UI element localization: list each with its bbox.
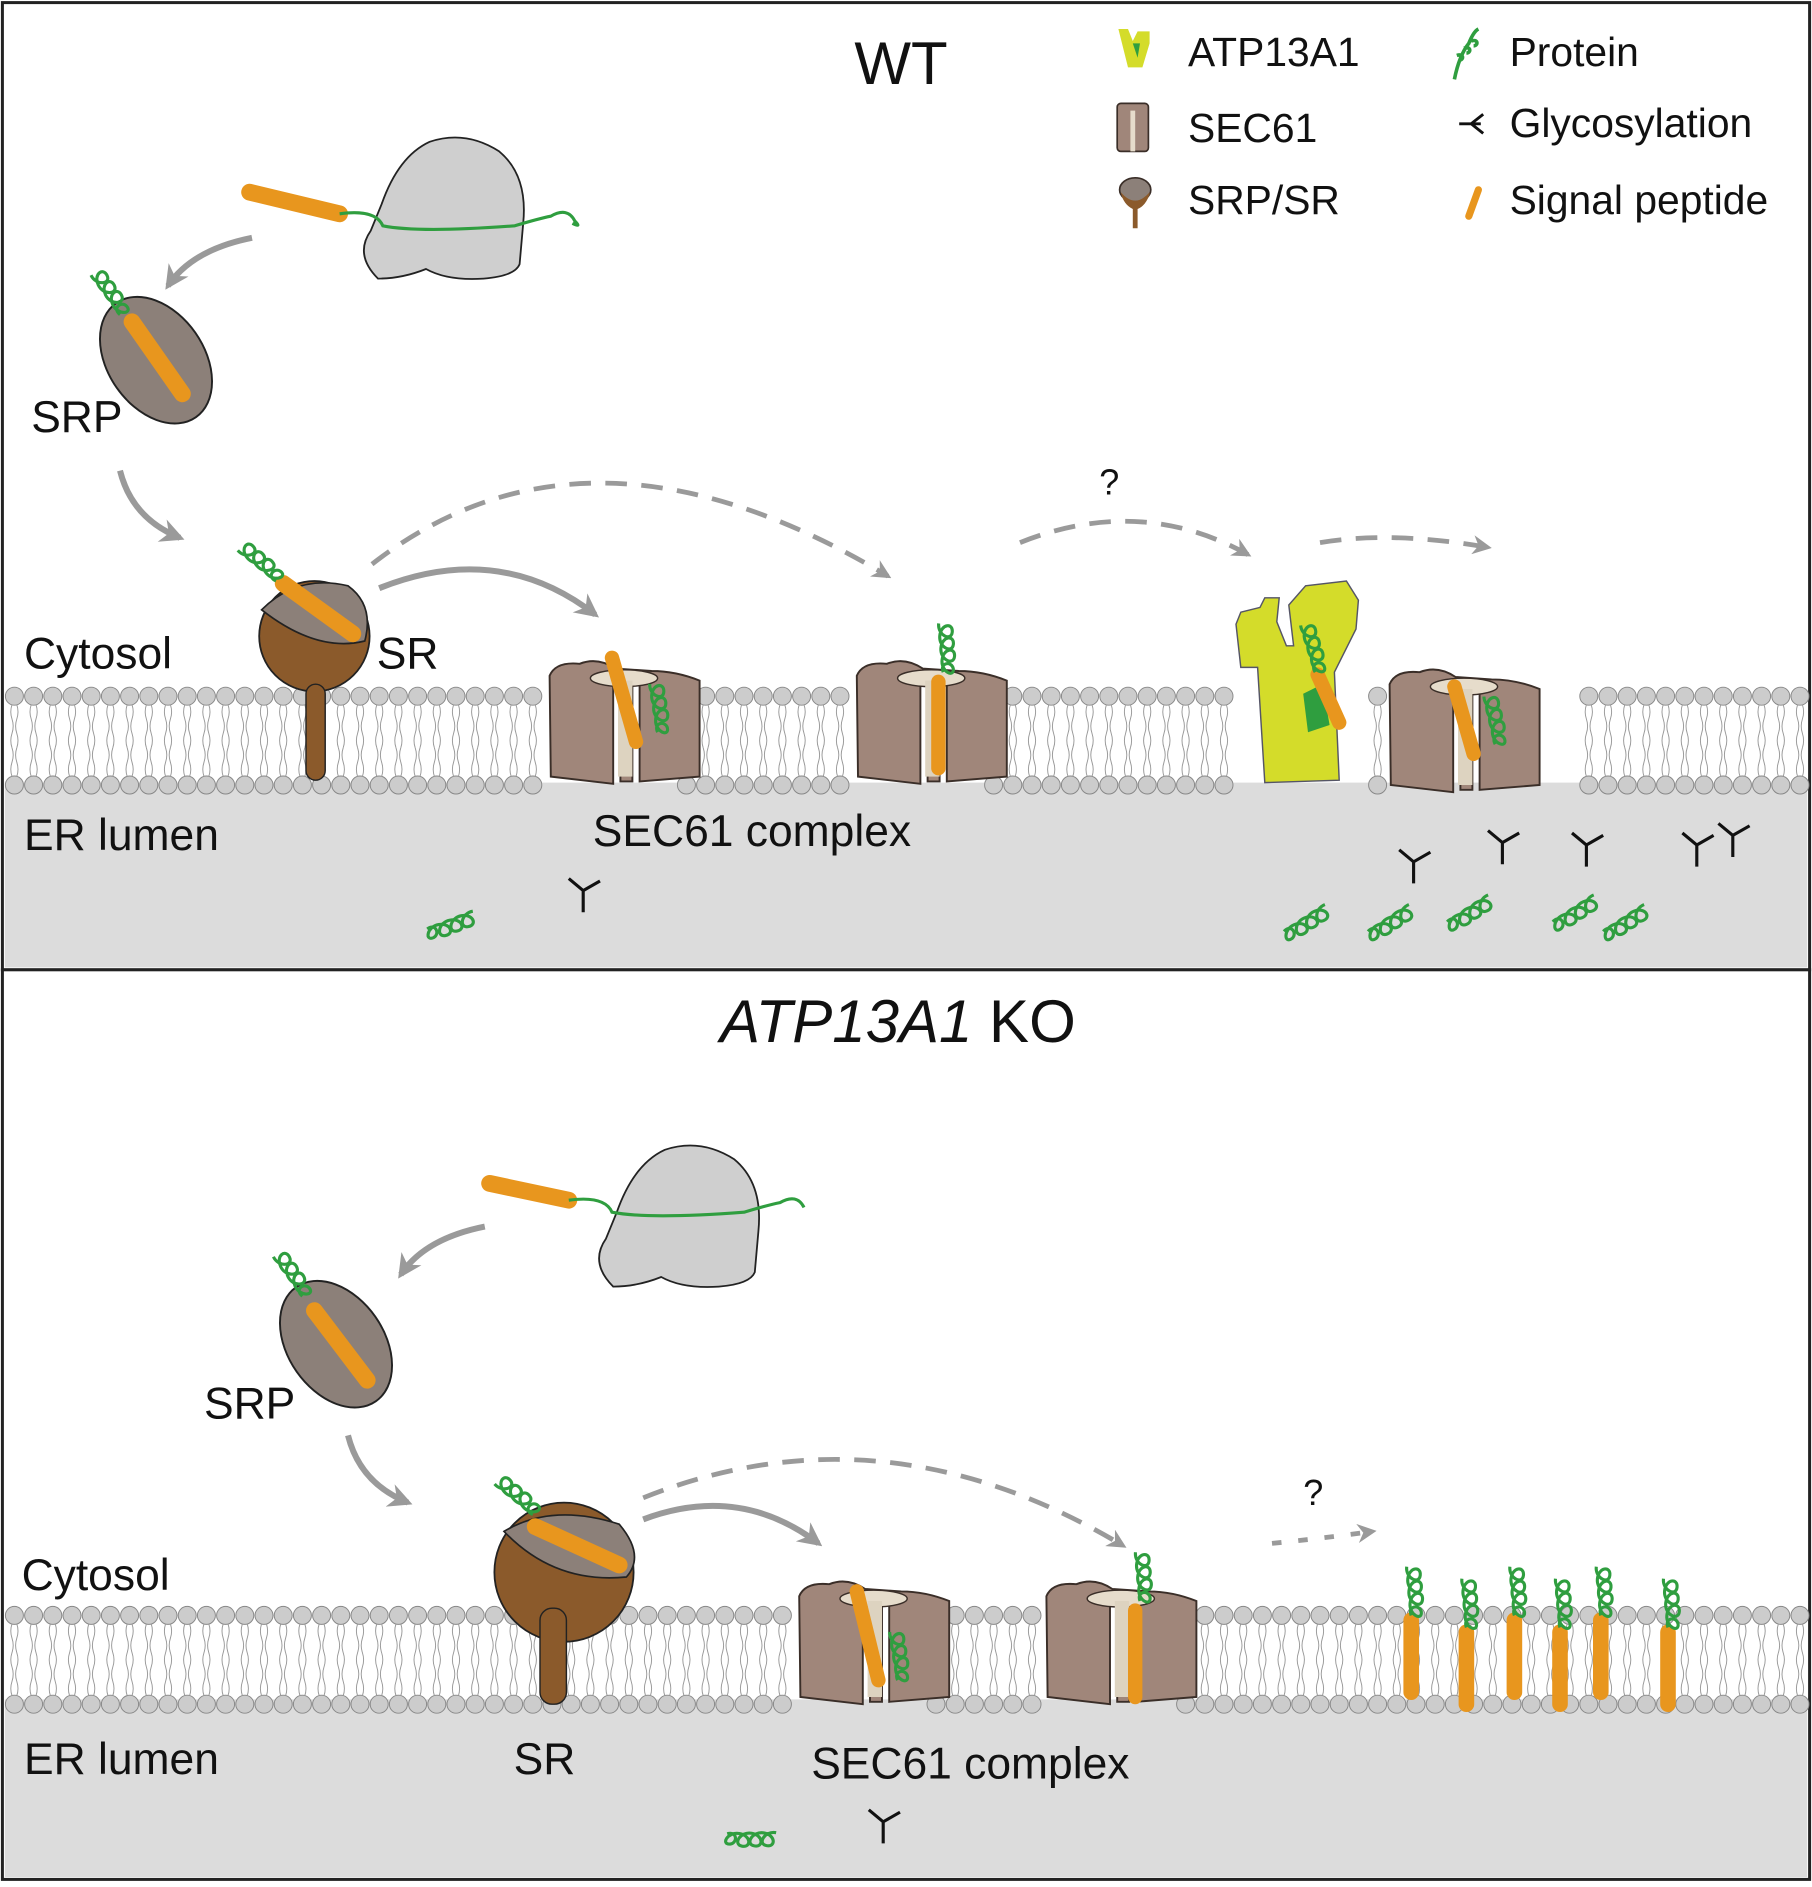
nascent-protein — [339, 210, 580, 231]
legend-item-glycosylation: Glycosylation — [1459, 100, 1752, 146]
ko-question-mark: ? — [1303, 1472, 1323, 1513]
wt-srp: SRP — [31, 265, 213, 442]
wt-sec61-channel-3 — [1388, 668, 1541, 794]
ko-er-lumen-area — [4, 1699, 1808, 1877]
svg-text:Signal peptide: Signal peptide — [1510, 177, 1769, 223]
ko-er-lumen-label: ER lumen — [24, 1735, 219, 1784]
wt-sr: SR Cytosol — [24, 536, 439, 781]
ko-title: ATP13A1 KO — [717, 988, 1076, 1055]
arrow — [378, 566, 599, 618]
svg-text:SR: SR — [377, 630, 439, 679]
ko-ribosome — [481, 1144, 806, 1288]
svg-text:ATP13A1: ATP13A1 — [1188, 29, 1360, 75]
wt-sec61-channel-2 — [855, 621, 1008, 785]
dashed-arrow — [1319, 535, 1492, 555]
wt-ribosome — [241, 136, 580, 280]
wt-er-lumen-label: ER lumen — [24, 811, 219, 860]
ko-srp: SRP — [204, 1246, 393, 1429]
atp13a1-icon — [1118, 29, 1150, 68]
glycosylation-icon — [1459, 113, 1485, 135]
arrow — [345, 1434, 413, 1507]
wt-question-mark: ? — [1099, 462, 1119, 503]
svg-text:Protein: Protein — [1510, 29, 1639, 75]
svg-text:SRP: SRP — [31, 393, 122, 442]
svg-text:SRP: SRP — [204, 1380, 295, 1429]
arrow — [642, 1502, 823, 1547]
wt-sec61-complex-label: SEC61 complex — [593, 807, 911, 856]
dashed-arrow — [1019, 518, 1252, 557]
arrow — [398, 1223, 486, 1279]
svg-text:Glycosylation: Glycosylation — [1510, 100, 1753, 146]
wt-title: WT — [854, 30, 947, 97]
legend-item-srp-sr: SRP/SR — [1118, 177, 1340, 229]
signal-peptide — [241, 183, 348, 223]
wt-er-lumen-area — [4, 782, 1808, 968]
ko-sr: Cytosol SR — [22, 1469, 636, 1784]
legend-item-signal-peptide: Signal peptide — [1465, 177, 1769, 223]
svg-text:SR: SR — [514, 1735, 576, 1784]
svg-text:SEC61: SEC61 — [1188, 105, 1317, 151]
svg-text:Cytosol: Cytosol — [24, 630, 172, 679]
legend-item-protein: Protein — [1452, 27, 1639, 80]
legend: ATP13A1 SEC61 SRP/SR Protein Glycosylati… — [1116, 27, 1769, 229]
arrow — [165, 234, 253, 290]
ko-sec61-complex-label: SEC61 complex — [811, 1740, 1129, 1789]
arrow — [117, 469, 185, 542]
wt-atp13a1 — [1235, 580, 1360, 784]
ko-sec61-channel-2 — [1045, 1550, 1198, 1706]
ko-sec61-channel-1 — [798, 1580, 951, 1706]
ko-mislocalized-proteins — [1400, 1565, 1685, 1712]
protein-icon — [1452, 27, 1480, 80]
wt-sec61-channel-1 — [548, 650, 701, 785]
svg-text:SRP/SR: SRP/SR — [1188, 177, 1340, 223]
legend-item-sec61: SEC61 — [1116, 102, 1317, 153]
signal-peptide-icon — [1465, 186, 1482, 220]
legend-item-atp13a1: ATP13A1 — [1118, 29, 1360, 75]
svg-text:Cytosol: Cytosol — [22, 1551, 170, 1600]
dashed-arrow — [370, 480, 892, 579]
